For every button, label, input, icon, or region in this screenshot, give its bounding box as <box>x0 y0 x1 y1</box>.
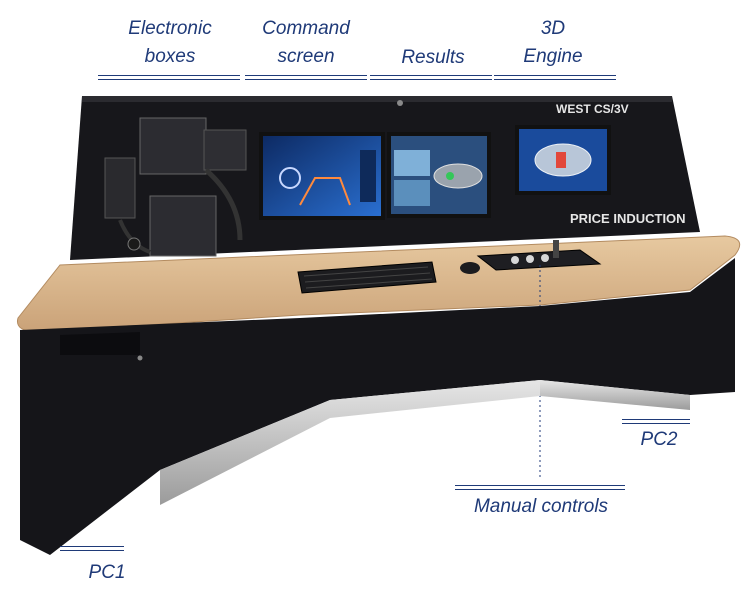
underline-pc2 <box>622 419 690 424</box>
label-3d-engine-line1: 3D <box>540 18 566 39</box>
underline-electronic-boxes <box>98 75 240 80</box>
command-screen <box>259 132 385 220</box>
keyboard-icon <box>297 261 437 294</box>
label-electronic-boxes-line1: Electronic <box>128 18 212 39</box>
label-3d-engine: 3D Engine <box>495 15 611 71</box>
engine-3d-screen <box>515 125 611 195</box>
underline-3d-engine <box>494 75 616 80</box>
underline-results <box>370 75 492 80</box>
label-command-screen-line2: screen <box>277 46 335 67</box>
results-screen <box>387 132 491 218</box>
electronic-boxes <box>104 117 247 257</box>
label-command-screen-line1: Command <box>262 18 350 39</box>
label-electronic-boxes: Electronic boxes <box>110 15 230 71</box>
label-electronic-boxes-line2: boxes <box>144 46 196 67</box>
underline-command-screen <box>245 75 367 80</box>
label-pc2: PC2 <box>640 429 678 450</box>
console-cabinet <box>20 258 735 555</box>
brand-bottom: PRICE INDUCTION <box>570 211 686 226</box>
label-3d-engine-line2: Engine <box>523 46 583 67</box>
brand-top: WEST CS/3V <box>556 102 629 116</box>
label-results: Results <box>401 47 465 68</box>
label-command-screen: Command screen <box>248 15 364 71</box>
manual-controls-panel <box>476 240 602 480</box>
underline-manual-controls <box>455 485 625 490</box>
label-manual-controls: Manual controls <box>473 496 609 517</box>
underline-pc1 <box>60 546 124 551</box>
mouse-icon <box>460 262 480 274</box>
label-pc1: PC1 <box>88 562 126 583</box>
